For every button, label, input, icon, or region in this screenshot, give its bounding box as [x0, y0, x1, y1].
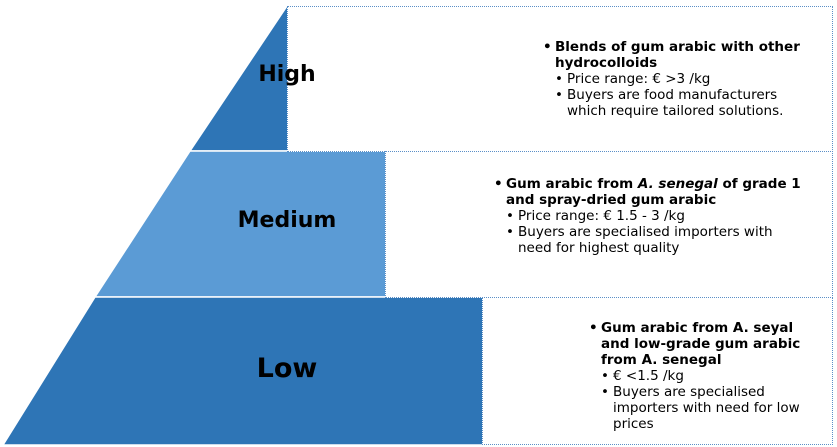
heading-part: Gum arabic from [506, 176, 638, 192]
tier-label-medium: Medium [237, 208, 337, 233]
heading-part: Gum arabic from A. seyal and low-grade g… [601, 320, 801, 368]
tier-low-shape [1, 296, 580, 446]
heading-part: Blends of gum arabic with other hydrocol… [555, 39, 800, 71]
low-heading: Gum arabic from A. seyal and low-grade g… [589, 320, 811, 368]
high-bullet-price: Price range: € >3 /kg [555, 71, 803, 87]
medium-heading: Gum arabic from A. senegal of grade 1 an… [494, 176, 806, 208]
medium-bullet-buyers: Buyers are specialised importers with ne… [506, 224, 806, 256]
low-bullet-buyers: Buyers are specialised importers with ne… [601, 384, 811, 432]
tier-label-high: High [258, 62, 316, 87]
tier-label-low: Low [256, 353, 318, 384]
medium-bullet-price: Price range: € 1.5 - 3 /kg [506, 208, 806, 224]
low-bullet-price: € <1.5 /kg [601, 368, 811, 384]
heading-part: A. senegal [637, 176, 718, 192]
high-description: Blends of gum arabic with other hydrocol… [543, 39, 803, 119]
high-heading: Blends of gum arabic with other hydrocol… [543, 39, 803, 71]
medium-description: Gum arabic from A. senegal of grade 1 an… [494, 176, 806, 256]
high-bullet-buyers: Buyers are food manufacturers which requ… [555, 87, 803, 119]
heading-part: of grade 1 and spray-dried gum arabic [506, 176, 801, 208]
low-description: Gum arabic from A. seyal and low-grade g… [589, 320, 811, 432]
